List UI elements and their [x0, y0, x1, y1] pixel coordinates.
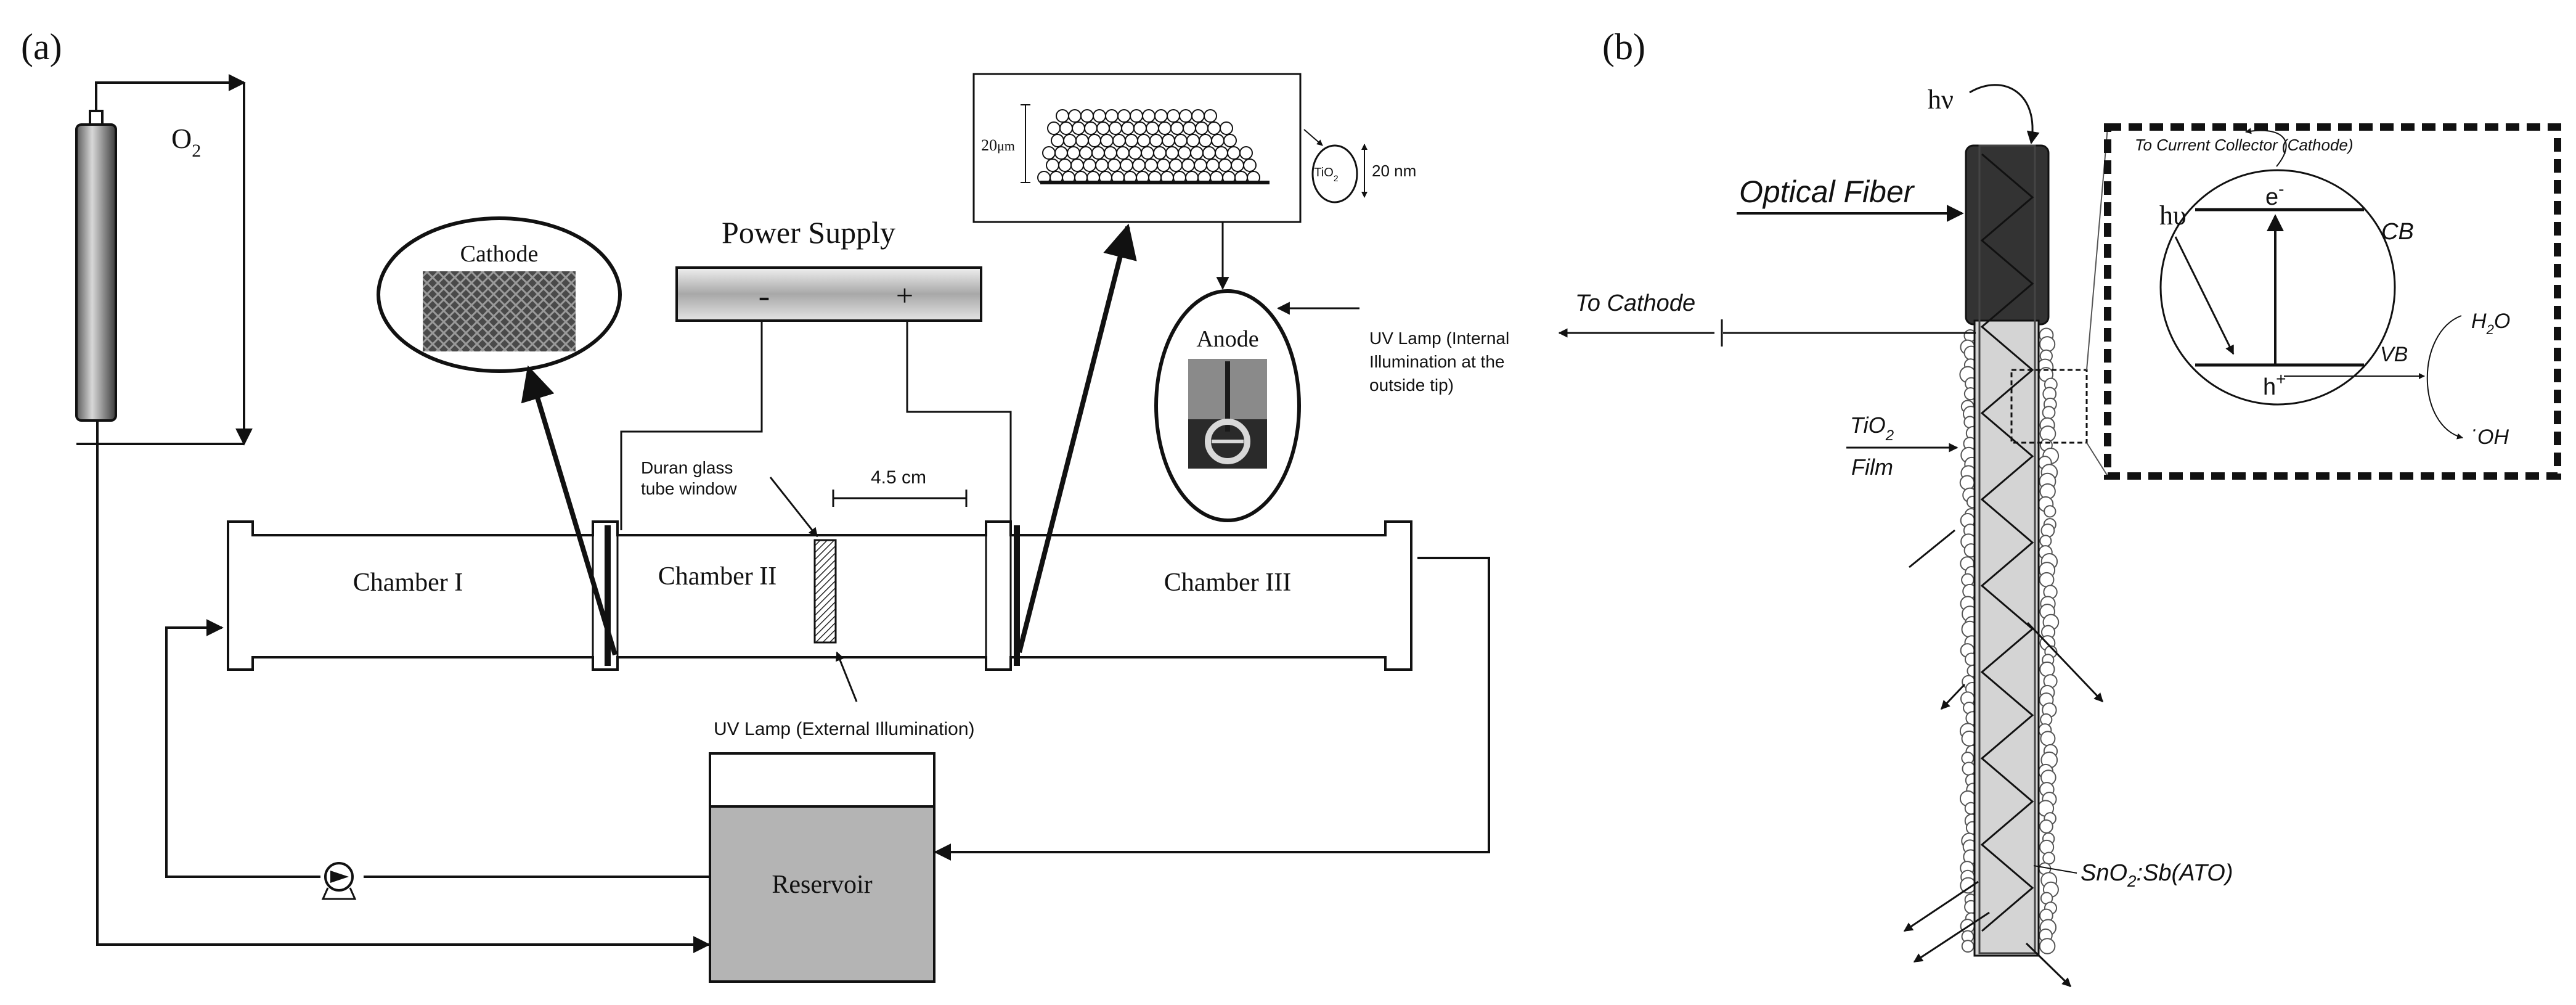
particle-zoom-label: TiO2 [1314, 166, 1338, 183]
uv-external-label: UV Lamp (External Illumination) [714, 719, 975, 739]
power-supply-minus: - [759, 277, 770, 315]
cathode-mesh-photo [423, 271, 576, 351]
panel-a: (a) O2 Reservo [21, 27, 1509, 983]
to-cathode-wire [1558, 319, 1976, 347]
anode-pointer [1017, 223, 1137, 653]
particle-circle [2159, 169, 2396, 406]
electron-label: e- [2265, 179, 2284, 210]
anode-photo [1188, 359, 1267, 469]
uv-external-arrow [836, 651, 858, 702]
uv-internal-line2: Illumination at the [1369, 352, 1504, 371]
to-current-collector-label: To Current Collector (Cathode) [2135, 136, 2354, 154]
duran-label-line2: tube window [641, 479, 737, 498]
to-cathode-label: To Cathode [1575, 290, 1695, 316]
reservoir-label: Reservoir [772, 871, 872, 899]
recirculation-lines [96, 420, 1490, 953]
film-thickness-label: 20μm [981, 136, 1015, 154]
collector-arrow [2245, 128, 2287, 167]
particle-size-label: 20 nm [1372, 162, 1416, 180]
cathode-label: Cathode [460, 241, 539, 267]
panel-b-label: (b) [1602, 27, 1645, 67]
panel-a-label: (a) [21, 27, 62, 67]
oxidation-arc [2426, 315, 2463, 440]
h2o-label: H2O [2471, 310, 2510, 337]
panel-b: (b) hν Optical Fiber To Cathode TiO2 Fil… [1558, 27, 2561, 988]
glass-window [813, 539, 837, 644]
sno2-label: SnO2:Sb(ATO) [2081, 860, 2233, 890]
oxygen-cylinder [75, 110, 117, 422]
uv-internal-line1: UV Lamp (Internal [1369, 329, 1509, 348]
oh-label: ·OH [2471, 419, 2509, 449]
tio2-label: TiO2 [1850, 412, 1894, 444]
particle-zoom-arrow [1303, 129, 1323, 146]
fiber-ferrule [1965, 144, 2050, 326]
cb-label: CB [2381, 219, 2414, 245]
power-supply-plus: + [896, 278, 913, 313]
o2-label: O2 [171, 123, 201, 161]
hv-zoom-arrow [2174, 236, 2235, 355]
distance-scale [832, 490, 968, 507]
vb-label: VB [2380, 343, 2408, 366]
cathode-pointer [521, 365, 618, 656]
optical-fiber-label: Optical Fiber [1739, 174, 1915, 209]
particle-layer [1037, 109, 1260, 184]
anode-label: Anode [1196, 326, 1258, 352]
distance-label: 4.5 cm [871, 467, 926, 488]
o2-flow-lines [76, 74, 253, 446]
chamber-2-label: Chamber II [658, 562, 776, 591]
chamber-flanges [592, 535, 1012, 657]
hv-top-label: hν [1928, 84, 1954, 115]
fiber-rod [1973, 319, 2040, 957]
uv-internal-line3: outside tip) [1369, 375, 1454, 395]
power-wires [620, 321, 1012, 530]
chamber-1-label: Chamber I [353, 568, 463, 597]
particle-zoom [1311, 144, 1358, 203]
hole-label: h+ [2263, 369, 2286, 400]
duran-arrow [769, 477, 818, 538]
zoom-source-box [2010, 369, 2088, 444]
hv-top-arrow [1969, 84, 2040, 145]
chamber-3-label: Chamber III [1164, 568, 1291, 597]
power-supply-box [675, 266, 982, 322]
fiber-core-outline [1978, 144, 2036, 954]
film-label: Film [1851, 454, 1893, 480]
pump-icon [321, 862, 357, 900]
hv-zoom-label: hυ [2159, 200, 2187, 231]
power-supply-title: Power Supply [722, 215, 895, 250]
light-path-zigzag [1980, 153, 2034, 932]
thickness-bracket [1021, 104, 1030, 183]
reservoir [709, 752, 935, 983]
light-rays [1903, 529, 2104, 988]
duran-label-line1: Duran glass [641, 458, 733, 477]
sno2-leader [2033, 865, 2077, 874]
